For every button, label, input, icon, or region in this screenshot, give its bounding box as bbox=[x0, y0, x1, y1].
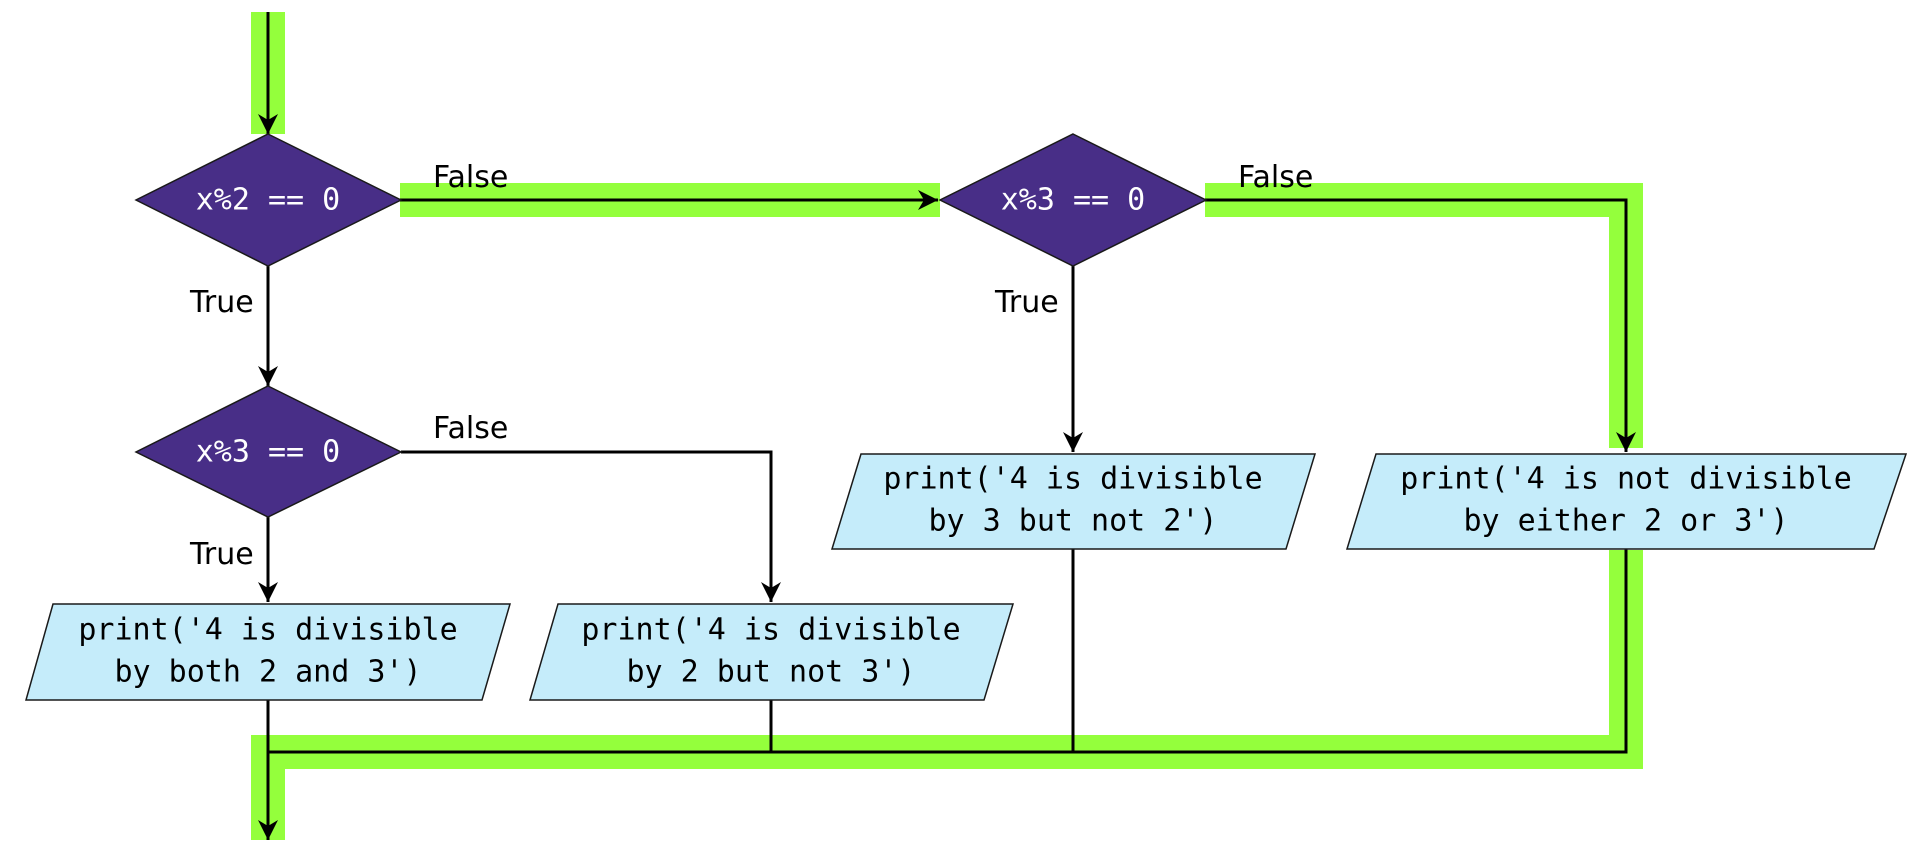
decision-x-mod-3-right-label: x%3 == 0 bbox=[1001, 183, 1146, 218]
edge-d3-false bbox=[1205, 198, 1636, 452]
label-d1-true: True bbox=[189, 285, 254, 320]
label-d3-true: True bbox=[994, 285, 1059, 320]
output-both-2-and-3-line2: by both 2 and 3') bbox=[114, 655, 421, 690]
output-both-2-and-3: print('4 is divisible by both 2 and 3') bbox=[25, 603, 511, 701]
label-d1-false: False bbox=[433, 160, 508, 195]
output-neither-line1: print('4 is not divisible bbox=[1400, 462, 1852, 497]
decision-x-mod-3-left-label: x%3 == 0 bbox=[196, 435, 341, 470]
edge-d2-false bbox=[401, 450, 781, 602]
edge-labels: False True False True False True bbox=[189, 160, 1313, 572]
decision-x-mod-3-right: x%3 == 0 bbox=[938, 133, 1208, 267]
output-3-not-2-line1: print('4 is divisible bbox=[883, 462, 1262, 497]
flow-edges bbox=[258, 12, 1636, 840]
decision-x-mod-2: x%2 == 0 bbox=[134, 133, 403, 267]
decision-x-mod-3-left: x%3 == 0 bbox=[134, 385, 403, 518]
output-2-not-3-line1: print('4 is divisible bbox=[581, 613, 960, 648]
output-both-2-and-3-line1: print('4 is divisible bbox=[78, 613, 457, 648]
output-2-not-3-line2: by 2 but not 3') bbox=[627, 655, 916, 690]
label-d2-false: False bbox=[433, 411, 508, 446]
decision-x-mod-2-label: x%2 == 0 bbox=[196, 183, 341, 218]
label-d2-true: True bbox=[189, 537, 254, 572]
edge-p4-exit bbox=[268, 549, 1628, 754]
output-2-not-3: print('4 is divisible by 2 but not 3') bbox=[529, 603, 1015, 701]
output-neither-line2: by either 2 or 3') bbox=[1463, 504, 1788, 539]
label-d3-false: False bbox=[1238, 160, 1313, 195]
highlight-d3-false-to-p4 bbox=[1205, 183, 1643, 448]
output-3-not-2: print('4 is divisible by 3 but not 2') bbox=[830, 453, 1317, 550]
output-neither: print('4 is not divisible by either 2 or… bbox=[1345, 453, 1908, 550]
output-3-not-2-line2: by 3 but not 2') bbox=[929, 504, 1218, 539]
